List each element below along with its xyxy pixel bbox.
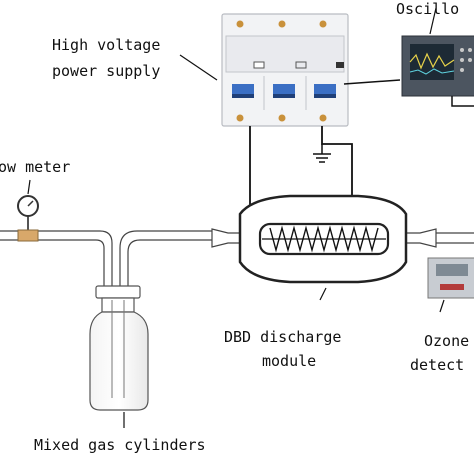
oscilloscope-label: Oscillo [396,0,459,18]
hv-label-line2: power supply [52,62,160,80]
ground-cable [321,126,353,200]
power-supply-unit [221,13,349,127]
cylinders-label: Mixed gas cylinders [34,436,206,454]
hv-leader-line [179,54,218,81]
ground-symbol [313,144,331,163]
dbd-reactor [211,194,437,284]
dbd-leader-line [319,287,327,301]
flow-meter [17,195,39,242]
oscilloscope-device [401,35,474,97]
ozone-detector [427,257,474,299]
ozone-label-line2: detect [410,356,464,374]
dbd-label-line2: module [262,352,316,370]
ozone-label-line1: Ozone [424,332,469,350]
hv-label-line1: High voltage [52,36,160,54]
flow-meter-label: ow meter [0,158,70,176]
osc-probe-cable [451,96,474,107]
osc-leader-line [429,7,437,35]
ozone-leader-line [439,299,445,313]
flow-leader-line [27,179,31,195]
gas-bottle [89,285,149,411]
gas-tubing [0,230,212,300]
dbd-label-line1: DBD discharge [224,328,341,346]
outlet-tubing [436,232,474,244]
osc-cable [343,79,401,85]
